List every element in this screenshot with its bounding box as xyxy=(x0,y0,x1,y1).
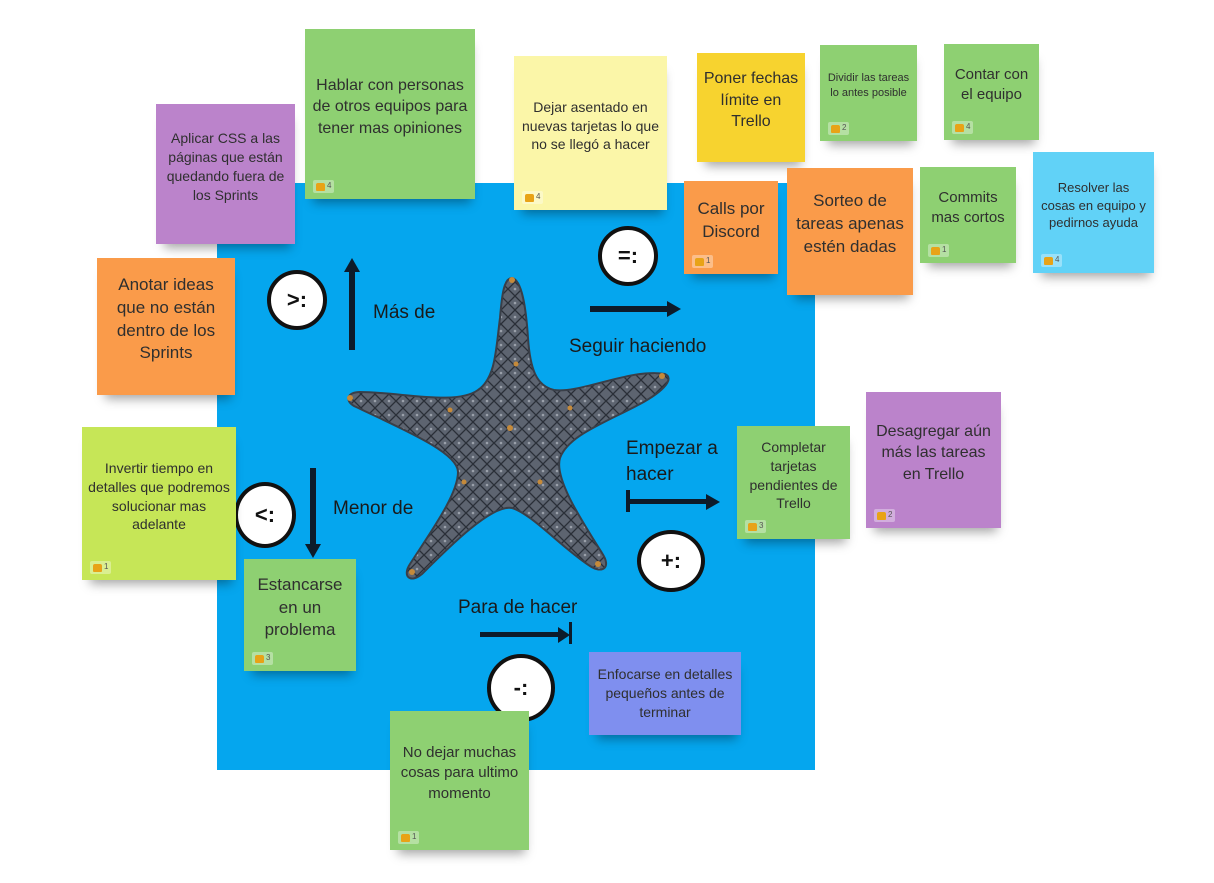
thumbs-up-icon xyxy=(877,511,886,520)
thumbs-up-icon xyxy=(1044,256,1053,265)
stop-doing-label: Para de hacer xyxy=(458,597,578,618)
vote-badge[interactable]: 4 xyxy=(313,180,335,193)
arrow-right-head xyxy=(667,301,681,317)
arrow-right-icon xyxy=(480,632,562,637)
keep-doing-symbol: =: xyxy=(598,226,658,286)
note-text: Anotar ideas que no están dentro de los … xyxy=(116,274,216,363)
sticky-note-hablar[interactable]: Hablar con personas de otros equipos par… xyxy=(305,29,475,199)
sticky-note-commits[interactable]: Commits mas cortos 1 xyxy=(920,167,1016,263)
sticky-note-desagregar[interactable]: Desagregar aún más las tareas en Trello … xyxy=(866,392,1001,528)
thumbs-up-icon xyxy=(955,123,964,132)
sticky-note-dividir[interactable]: Dividir las tareas lo antes posible 2 xyxy=(820,45,917,141)
sticky-note-sorteo[interactable]: Sorteo de tareas apenas estén dadas xyxy=(787,168,913,295)
start-doing-label: Empezar a hacer xyxy=(626,438,718,485)
thumbs-up-icon xyxy=(748,522,757,531)
arrow-down-head xyxy=(305,544,321,558)
vote-badge[interactable]: 1 xyxy=(90,561,112,574)
stop-arrow-head xyxy=(558,627,570,643)
sticky-note-enfocarse[interactable]: Enfocarse en detalles pequeños antes de … xyxy=(589,652,741,735)
sticky-note-contar[interactable]: Contar con el equipo 4 xyxy=(944,44,1039,140)
note-text: Resolver las cosas en equipo y pedirnos … xyxy=(1041,180,1146,231)
vote-badge[interactable]: 2 xyxy=(874,509,896,522)
note-text: Sorteo de tareas apenas estén dadas xyxy=(796,191,904,256)
starfish-image xyxy=(347,276,670,580)
stop-arrow-bar xyxy=(569,622,572,644)
vote-count: 4 xyxy=(327,181,332,191)
sticky-note-css[interactable]: Aplicar CSS a las páginas que están qued… xyxy=(156,104,295,244)
sticky-note-dejar[interactable]: Dejar asentado en nuevas tarjetas lo que… xyxy=(514,56,667,210)
vote-badge[interactable]: 1 xyxy=(398,831,420,844)
note-text: Estancarse en un problema xyxy=(257,574,343,640)
thumbs-up-icon xyxy=(695,257,704,266)
arrow-up-head xyxy=(344,258,360,272)
start-arrow-head xyxy=(706,494,720,510)
note-text: Aplicar CSS a las páginas que están qued… xyxy=(166,130,285,203)
note-text: Hablar con personas de otros equipos par… xyxy=(312,76,468,137)
vote-badge[interactable]: 1 xyxy=(928,244,950,257)
thumbs-up-icon xyxy=(401,833,410,842)
note-text: Completar tarjetas pendientes de Trello xyxy=(749,438,838,512)
vote-count: 3 xyxy=(266,653,271,663)
arrow-down-icon xyxy=(310,468,316,544)
note-text: Invertir tiempo en detalles que podremos… xyxy=(88,459,230,533)
thumbs-up-icon xyxy=(831,124,840,133)
vote-count: 3 xyxy=(759,521,764,531)
arrow-right-icon xyxy=(590,306,668,312)
vote-badge[interactable]: 3 xyxy=(745,520,767,533)
thumbs-up-icon xyxy=(255,654,264,663)
vote-count: 1 xyxy=(412,832,417,842)
vote-count: 2 xyxy=(842,123,847,133)
sticky-note-calls[interactable]: Calls por Discord 1 xyxy=(684,181,778,274)
sticky-note-resolver[interactable]: Resolver las cosas en equipo y pedirnos … xyxy=(1033,152,1154,273)
vote-badge[interactable]: 4 xyxy=(952,121,974,134)
note-text: Poner fechas límite en Trello xyxy=(703,70,799,131)
thumbs-up-icon xyxy=(93,563,102,572)
vote-badge[interactable]: 3 xyxy=(252,652,274,665)
note-text: Calls por Discord xyxy=(697,198,765,241)
arrow-up-icon xyxy=(349,270,355,350)
vote-count: 4 xyxy=(1055,255,1060,265)
more-of-label: Más de xyxy=(373,302,436,323)
less-of-symbol: <: xyxy=(234,482,296,548)
note-text: Contar con el equipo xyxy=(954,65,1029,103)
note-text: Enfocarse en detalles pequeños antes de … xyxy=(597,666,733,720)
note-text: Dividir las tareas lo antes posible xyxy=(827,72,910,99)
sticky-note-completar[interactable]: Completar tarjetas pendientes de Trello … xyxy=(737,426,850,539)
note-text: Commits mas cortos xyxy=(931,188,1005,226)
vote-count: 4 xyxy=(966,122,971,132)
note-text: Desagregar aún más las tareas en Trello xyxy=(876,422,991,483)
sticky-note-nodejar[interactable]: No dejar muchas cosas para ultimo moment… xyxy=(390,711,529,850)
less-of-label: Menor de xyxy=(333,498,414,519)
note-text: Dejar asentado en nuevas tarjetas lo que… xyxy=(522,98,659,153)
vote-badge[interactable]: 4 xyxy=(522,191,544,204)
vote-count: 1 xyxy=(104,562,109,572)
sticky-note-estancarse[interactable]: Estancarse en un problema 3 xyxy=(244,559,356,671)
start-doing-symbol: +: xyxy=(637,530,705,592)
thumbs-up-icon xyxy=(525,193,534,202)
arrow-right-icon xyxy=(626,499,708,504)
vote-count: 1 xyxy=(706,256,711,266)
thumbs-up-icon xyxy=(931,246,940,255)
keep-doing-label: Seguir haciendo xyxy=(569,336,707,357)
vote-badge[interactable]: 2 xyxy=(828,122,850,135)
stop-doing-symbol: -: xyxy=(487,654,555,722)
vote-count: 4 xyxy=(536,192,541,202)
more-of-symbol: >: xyxy=(267,270,327,330)
sticky-note-invertir[interactable]: Invertir tiempo en detalles que podremos… xyxy=(82,427,236,580)
sticky-note-poner[interactable]: Poner fechas límite en Trello xyxy=(697,53,805,162)
vote-badge[interactable]: 4 xyxy=(1041,254,1063,267)
vote-count: 1 xyxy=(942,245,947,255)
vote-count: 2 xyxy=(888,510,893,520)
vote-badge[interactable]: 1 xyxy=(692,255,714,268)
thumbs-up-icon xyxy=(316,182,325,191)
note-text: No dejar muchas cosas para ultimo moment… xyxy=(400,744,519,802)
sticky-note-anotar[interactable]: Anotar ideas que no están dentro de los … xyxy=(97,258,235,395)
